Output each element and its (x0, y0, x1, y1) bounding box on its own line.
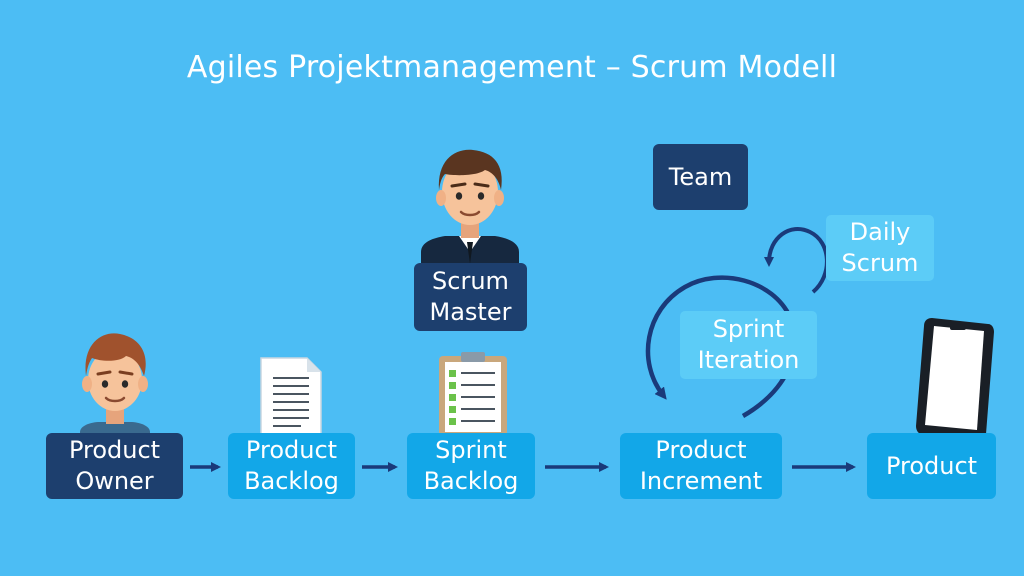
node-product-owner: Product Owner (46, 433, 183, 499)
person-avatar-icon (80, 333, 150, 438)
node-scrum-master: Scrum Master (414, 263, 527, 331)
node-product-label: Product (885, 451, 978, 480)
node-sprint-backlog: Sprint Backlog (407, 433, 535, 499)
document-icon (260, 357, 322, 439)
smartphone-icon (916, 318, 994, 440)
diagram-title: Agiles Projektmanagement – Scrum Modell (186, 50, 838, 85)
node-product-increment-label: Product Increment (639, 436, 763, 495)
node-team-label: Team (668, 162, 733, 191)
node-product-backlog-label: Product Backlog (244, 436, 339, 495)
node-sprint-backlog-label: Sprint Backlog (423, 436, 519, 495)
node-daily-scrum: Daily Scrum (826, 215, 934, 281)
person-suit-icon (421, 149, 519, 266)
node-scrum-master-label: Scrum Master (429, 267, 512, 326)
circular-arrow-small-icon (764, 226, 829, 294)
node-product-increment: Product Increment (620, 433, 782, 499)
node-product: Product (867, 433, 996, 499)
node-sprint-iteration: Sprint Iteration (680, 311, 817, 379)
node-product-owner-label: Product Owner (68, 436, 161, 495)
node-daily-scrum-label: Daily Scrum (841, 218, 919, 277)
checklist-clipboard-icon (439, 352, 507, 436)
node-sprint-iteration-label: Sprint Iteration (697, 315, 800, 374)
node-team: Team (653, 144, 748, 210)
node-product-backlog: Product Backlog (228, 433, 355, 499)
